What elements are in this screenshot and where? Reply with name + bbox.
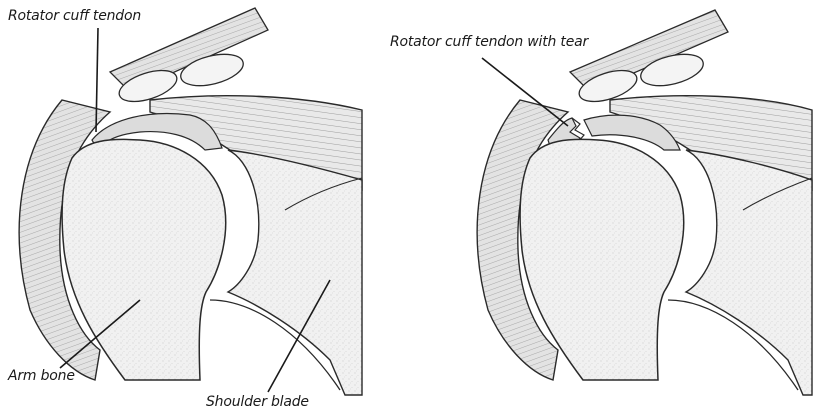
label-shoulder-blade: Shoulder blade	[206, 394, 309, 410]
shoulder-blade-right	[686, 150, 812, 395]
label-rotator-cuff-tendon: Rotator cuff tendon	[8, 8, 141, 24]
label-arm-bone: Arm bone	[8, 368, 75, 384]
label-rotator-cuff-tendon-with-tear: Rotator cuff tendon with tear	[390, 34, 588, 50]
healthy-shoulder-illustration	[19, 8, 362, 395]
shoulder-blade-left	[228, 150, 362, 395]
torn-tendon-shoulder-illustration	[477, 10, 812, 395]
